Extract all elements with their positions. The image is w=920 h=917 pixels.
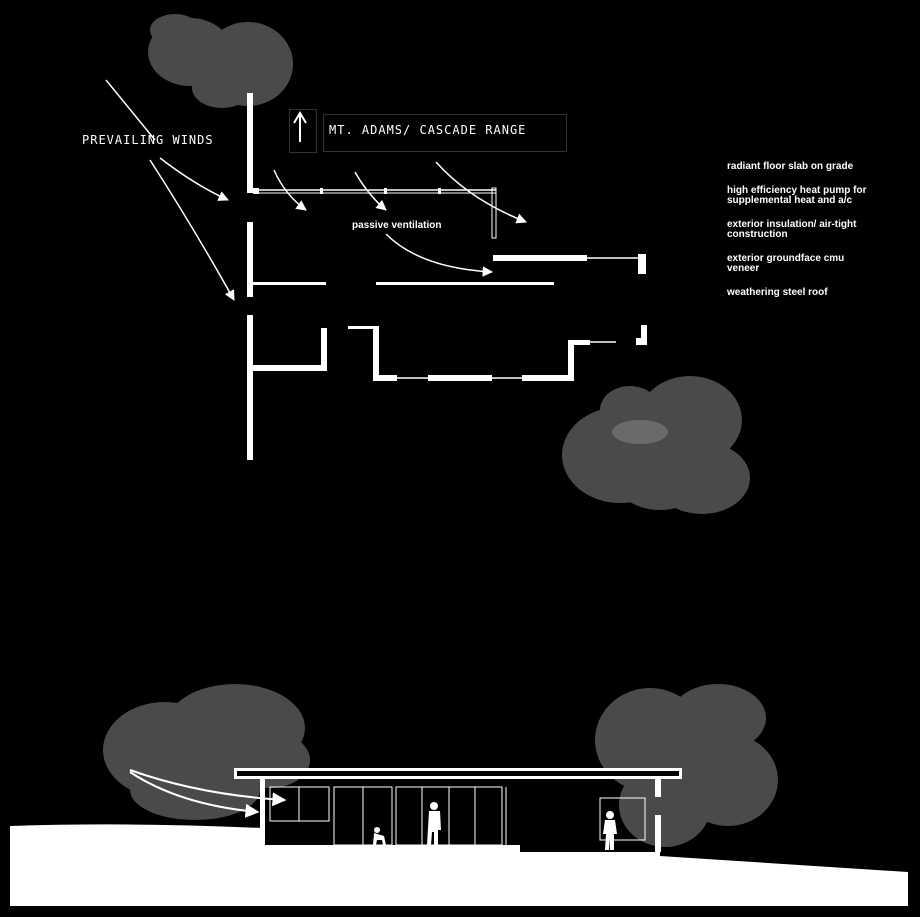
plan-east-wing-upper [493, 254, 647, 345]
winds-label: PREVAILING WINDS [82, 133, 214, 147]
section-tree-right [595, 684, 778, 847]
north-label-frame [323, 114, 567, 152]
section-roof [234, 768, 682, 779]
section-ground [10, 824, 908, 906]
section-label: section AA [264, 894, 316, 905]
ventilation-label: passive ventilation [352, 220, 442, 231]
plan-interior-partition [253, 282, 554, 285]
plan-tree-right [562, 376, 750, 514]
note-item: weathering steel roof [727, 287, 828, 298]
section-windows [269, 786, 646, 846]
note-item: radiant floor slab on grade [727, 161, 854, 172]
section-wind-arrows [129, 769, 287, 818]
plan-west-wall [247, 93, 253, 460]
north-arrow-icon [293, 111, 307, 142]
design-notes: radiant floor slab on grade high efficie… [727, 162, 867, 312]
plan-south-rooms [253, 326, 616, 381]
passive-ventilation-arrows [273, 161, 527, 277]
north-label-box: MT. ADAMS/ CASCADE RANGE [287, 109, 567, 153]
north-arrow-frame [289, 109, 317, 153]
note-item: high efficiency heat pump for supplement… [727, 185, 867, 206]
plan-tree-right-highlight [612, 420, 668, 444]
section-walls [260, 779, 661, 852]
person-silhouette-icon-2 [603, 811, 617, 850]
note-item: exterior insulation/ air-tight construct… [727, 219, 857, 240]
plan-tree-top-left [148, 14, 293, 108]
person-silhouette-icon [427, 802, 441, 845]
dog-silhouette-icon [373, 827, 386, 845]
north-label: MT. ADAMS/ CASCADE RANGE [329, 123, 527, 137]
note-item: exterior groundface cmu veneer [727, 253, 845, 274]
prevailing-wind-arrows [105, 79, 235, 301]
plan-north-wall [253, 187, 497, 239]
